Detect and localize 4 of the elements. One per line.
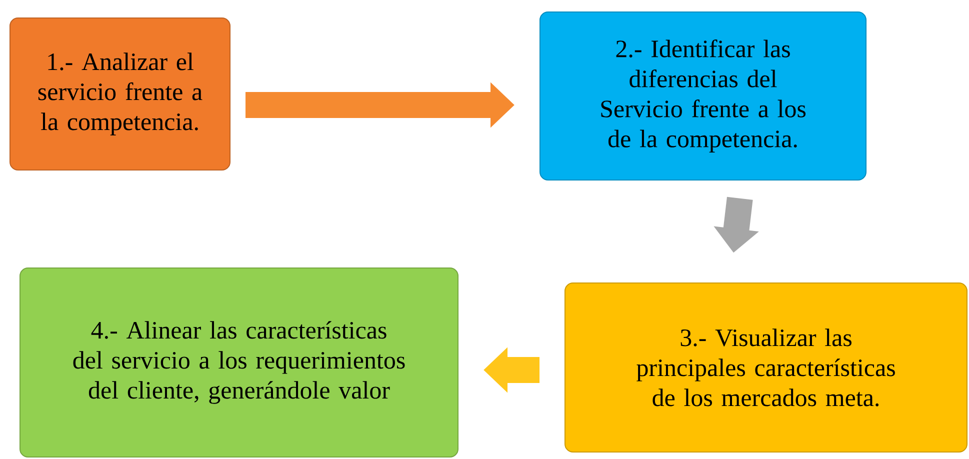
process-box: 2.- Identificar las diferencias del Servicio frente a los de la competencia. xyxy=(540,12,866,180)
process-box: 1.- Analizar el servicio frente a la competencia. xyxy=(10,18,230,170)
process-box: 4.- Alinear las características del servicio a los requerimientos del cliente, generándole valor xyxy=(20,268,458,458)
process-box: 3.- Visualizar las principales características de los mercados meta. xyxy=(564,282,968,452)
